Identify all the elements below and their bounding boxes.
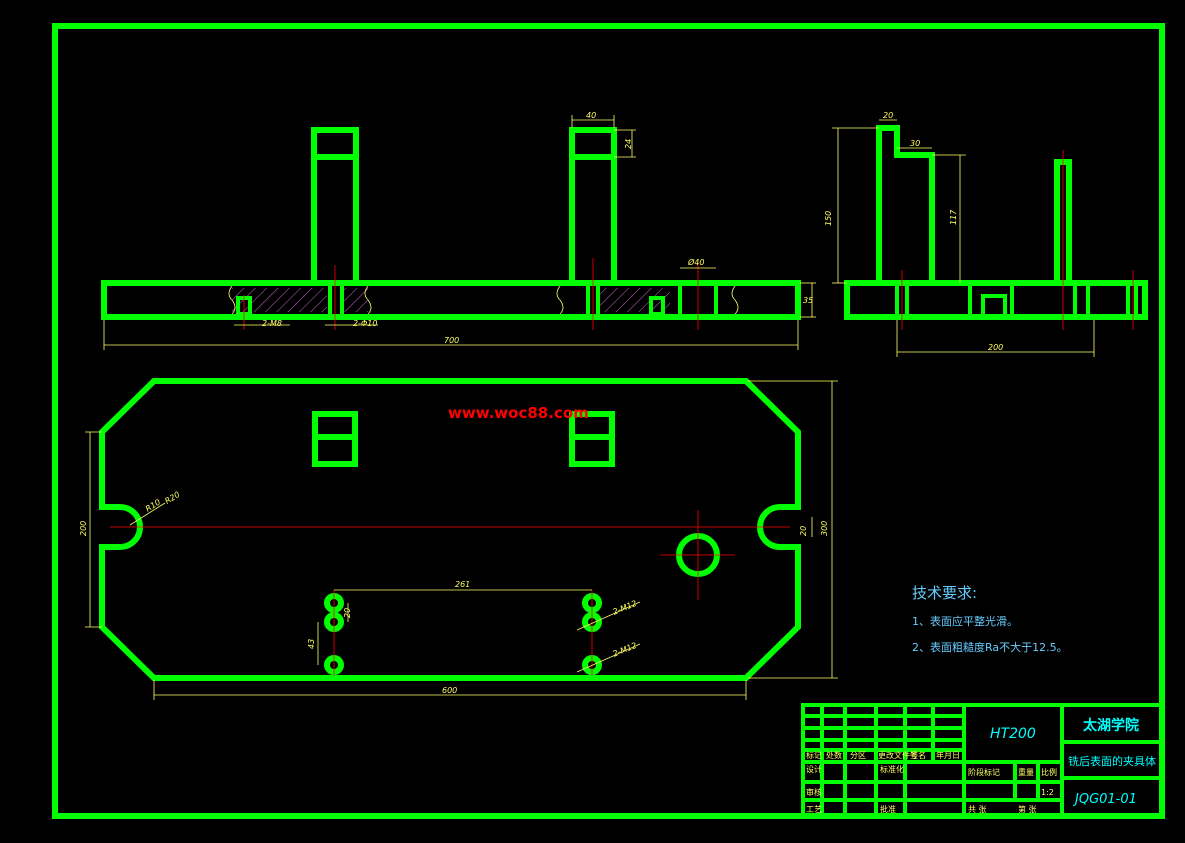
dim-slot-r20: R20: [163, 490, 181, 506]
dim-phi40: Ø40: [687, 257, 704, 267]
dim-side-step-height: 117: [949, 209, 958, 225]
tb-hdr-count: 处数: [826, 750, 842, 760]
dim-side-top-width: 20: [883, 111, 893, 120]
dim-slot-width: 20: [799, 526, 808, 536]
tb-hdr-sign: 签名: [910, 750, 926, 760]
drawing-border: [52, 23, 1165, 819]
dim-hole-gap: 20: [343, 608, 352, 618]
tech-title: 技术要求:: [912, 584, 977, 602]
dim-hole-offset: 43: [307, 639, 316, 649]
dim-m12-lower: 2-M12: [611, 641, 638, 659]
dim-upright-top: 24: [624, 139, 633, 149]
tb-approve-label: 批准: [880, 804, 896, 814]
dim-slot-r10: R10: [144, 498, 162, 514]
dim-top-length: 600: [442, 686, 457, 695]
tb-designer-label: 设计: [806, 764, 822, 774]
tb-hdr-zone: 分区: [850, 751, 866, 760]
dim-side-height: 150: [824, 211, 833, 226]
tb-material: HT200: [990, 726, 1036, 742]
front-view: 700 2-M8 2-Φ10 40 24 Ø40 35: [101, 111, 816, 350]
top-view: 200 R10 R20 300 20 261 20 43 2-M12 2-M12…: [79, 378, 838, 700]
tb-sheet-total: 共 张: [968, 805, 987, 814]
tb-hdr-date: 年月日: [936, 750, 960, 760]
tb-hdr-change: 更改文件号: [878, 750, 918, 760]
dim-top-right-height: 300: [820, 521, 829, 536]
dim-hole-phi10: 2-Φ10: [353, 319, 377, 328]
tech-item-1: 1、表面应平整光滑。: [912, 614, 1018, 628]
dim-hole-spacing: 261: [455, 580, 470, 589]
tb-scale-label: 比例: [1041, 767, 1057, 777]
watermark-text: www.woc88.com: [448, 404, 589, 422]
tb-part-name: 铣后表面的夹具体: [1068, 754, 1156, 768]
tb-scale-value: 1:2: [1041, 788, 1054, 797]
tech-requirements: 技术要求: 1、表面应平整光滑。 2、表面粗糙度Ra不大于12.5。: [912, 584, 1068, 654]
dim-total-length: 700: [444, 336, 459, 345]
dim-upright-width: 40: [586, 111, 596, 120]
tb-school: 太湖学院: [1083, 717, 1139, 734]
dim-m12-upper: 2-M12: [611, 599, 638, 617]
tech-item-2: 2、表面粗糙度Ra不大于12.5。: [912, 640, 1068, 654]
dim-base-height: 35: [803, 296, 813, 305]
tb-review-label: 审核: [806, 787, 822, 797]
tb-sheet-no: 第 张: [1018, 804, 1037, 814]
tb-standardize-label: 标准化: [880, 764, 904, 774]
title-block: 标记 处数 分区 更改文件号 签名 年月日 设计 标准化 审核 工艺 批准 阶段…: [801, 703, 1164, 818]
dim-hole-m8: 2-M8: [262, 319, 282, 328]
tb-process-label: 工艺: [806, 805, 822, 814]
tb-hdr-mark: 标记: [806, 750, 822, 760]
dim-side-step: 30: [910, 139, 920, 148]
dim-side-span: 200: [988, 343, 1003, 352]
side-view: 20 30 150 117 200: [824, 111, 1148, 357]
tb-drawing-no: JQG01-01: [1072, 792, 1137, 807]
dim-top-left-height: 200: [79, 521, 88, 536]
tb-stage-label: 阶段标记: [968, 767, 1000, 777]
tb-weight-label: 重量: [1018, 767, 1034, 777]
